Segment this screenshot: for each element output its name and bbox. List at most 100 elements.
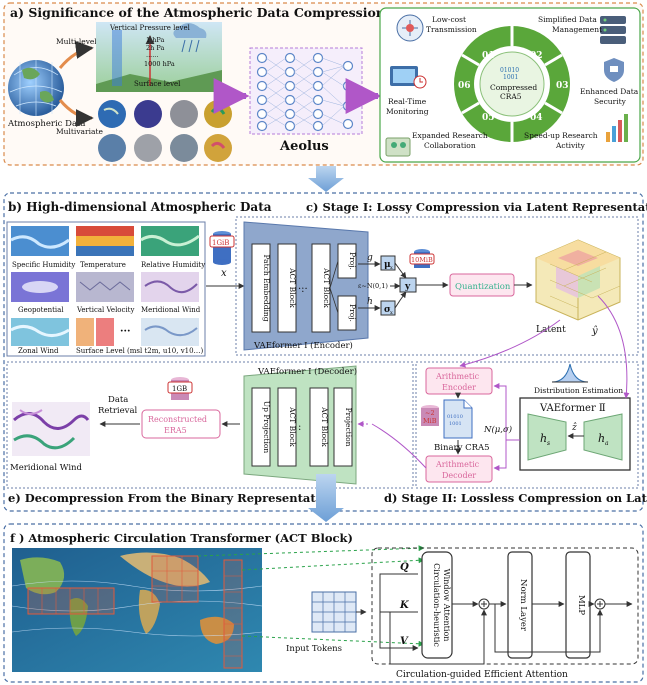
segment-01: 01	[482, 51, 495, 61]
compressed-code-2: 1001	[503, 74, 518, 81]
hs-sub: s	[547, 440, 550, 447]
eps-label: ε~N(0,1)	[358, 282, 388, 290]
proj-bottom: Proj.	[348, 304, 357, 322]
size-latent: 10MiB	[411, 256, 433, 264]
meridional-label: Meridional Wind	[10, 463, 83, 473]
tile-label-1: Temperature	[80, 261, 126, 269]
multi-level-label: Multi-level	[56, 37, 97, 46]
tile-label-2: Relative Humidity	[141, 261, 205, 269]
meridional-wind-map	[12, 402, 90, 456]
tile-dots: ···	[120, 326, 130, 337]
svg-text:1001: 1001	[449, 421, 462, 427]
arith-dec-1: Arithmetic	[435, 460, 480, 469]
latent-sampling	[358, 249, 449, 316]
security-2: Security	[594, 97, 627, 106]
x-var: x	[221, 268, 227, 279]
database-1gb-icon	[167, 377, 193, 400]
segment-02: 02	[530, 51, 543, 61]
security-icon	[604, 58, 624, 82]
proj-top: Proj.	[348, 252, 357, 270]
zhat-label: ẑ	[571, 422, 577, 433]
decoder-block-2: ACT Block	[320, 406, 329, 447]
reconstructed-2: ERA5	[164, 426, 187, 435]
y-symbol: y	[404, 282, 411, 292]
collaboration-icon	[385, 137, 411, 157]
variable-globes	[98, 100, 232, 162]
transmission-icon	[396, 14, 424, 42]
sigma-symbol: σ	[384, 305, 391, 315]
segment-06: 06	[458, 81, 471, 91]
aeolus-network	[249, 47, 363, 135]
multivariate-label: Multivariate	[56, 127, 103, 136]
panel-d: 01010 1001	[371, 295, 639, 489]
retrieval-2: Retrieval	[98, 406, 138, 416]
panel-e: :	[6, 361, 414, 489]
benefit-wheel	[454, 26, 570, 142]
binary-label: Binary CRA5	[434, 443, 490, 453]
tile-label-5: Meridional Wind	[141, 306, 201, 314]
binary-file-icon: 01010 1001	[421, 399, 473, 439]
panel-d-frame	[415, 361, 639, 489]
pressure-level-illustration	[96, 22, 222, 92]
latent-label: Latent	[536, 325, 566, 335]
q-label: Q	[400, 562, 409, 573]
retrieval-1: Data	[108, 395, 128, 405]
k-label: K	[399, 600, 410, 611]
norm-label: Norm Layer	[518, 579, 528, 632]
decoder-label: VAEformer I (Decoder)	[257, 366, 357, 377]
pressure-line-2: 2h Pa	[146, 44, 164, 52]
size-out: 1GB	[172, 385, 187, 393]
input-tokens-label: Input Tokens	[286, 644, 342, 654]
tile-label-7: Surface Level (msl t2m, u10, v10…)	[76, 347, 204, 355]
hs-trapezoid	[527, 413, 567, 461]
security-1: Enhanced Data	[580, 87, 639, 96]
cra5-label: CRA5	[500, 92, 522, 101]
compressed-label: Compressed	[490, 83, 537, 92]
simplified-2: Management	[552, 25, 602, 34]
low-cost-1: Low-cost	[432, 15, 466, 24]
norm-layer-box	[507, 551, 533, 659]
panel-a: a) Significance of the Atmospheric Data …	[3, 2, 644, 166]
collab-2: Collaboration	[424, 141, 476, 150]
normal-label: N(μ,σ)	[483, 424, 512, 435]
g-var: g	[367, 253, 373, 263]
simplified-1: Simplified Data	[538, 15, 597, 24]
mlp-label: MLP	[576, 595, 586, 615]
encoder-ellipsis: ·:·	[298, 284, 308, 295]
ha-label: h	[598, 432, 605, 445]
attention-label-1: Circulation-heuristic	[432, 563, 441, 647]
attention-box	[421, 551, 453, 659]
encoder-block-0: Patch Embedding	[262, 254, 271, 321]
v-label: V	[400, 636, 409, 647]
attention-label-2: Window Attention	[442, 569, 451, 642]
segment-03: 03	[556, 81, 569, 91]
monitor-icon	[390, 66, 427, 89]
svg-text::: :	[298, 422, 301, 433]
segment-05: 05	[482, 113, 495, 123]
mu-sub: x	[390, 265, 393, 271]
ha-sub: a	[605, 440, 609, 447]
encoder-trapezoid	[243, 221, 369, 351]
vae2-label: VAEformer Ⅱ	[539, 403, 606, 414]
binary-size-1: ~2	[425, 409, 435, 417]
panel-b: b) High-dimensional Atmospheric Data	[6, 200, 272, 357]
encoder-block-1: ACT Block	[288, 267, 297, 308]
latent-cube	[535, 239, 621, 321]
panel-f-title: f ) Atmospheric Circulation Transformer …	[10, 531, 353, 545]
panel-f-caption: Circulation-guided Efficient Attention	[396, 670, 568, 680]
sigma-sub: x	[390, 310, 393, 316]
tile-label-6: Zonal Wind	[18, 347, 59, 355]
globe-icon	[8, 60, 64, 116]
h-var: h	[367, 297, 373, 307]
low-cost-2: Transmission	[426, 25, 477, 34]
dist-est-label: Distribution Estimation	[534, 386, 623, 395]
arith-enc-1: Arithmetic	[435, 372, 480, 381]
circulation-world-map	[11, 548, 263, 672]
arith-dec-2: Decoder	[442, 471, 476, 480]
encoder-label: VAEformer I (Encoder)	[253, 340, 353, 351]
yhat-label: ŷ	[591, 326, 598, 337]
collab-1: Expanded Research	[412, 131, 488, 140]
compressed-code-1: 01010	[500, 67, 519, 74]
speedup-chart-icon	[606, 114, 628, 142]
panel-e-frame	[6, 361, 414, 489]
